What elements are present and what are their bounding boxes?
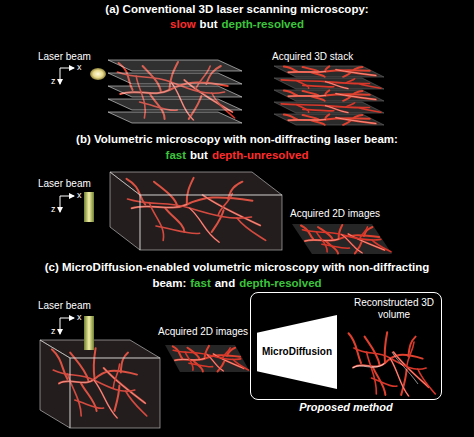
projection-image [292, 224, 392, 254]
laser-beam [84, 316, 94, 350]
heading-row: beam: fastand depth-resolved [0, 277, 474, 291]
keyword: fast [166, 149, 186, 163]
image-caption: Acquired 3D stack [272, 51, 353, 63]
heading-row: (b) Volumetric microscopy with non-diffr… [0, 133, 474, 147]
keyword: but [200, 18, 218, 32]
heading-row: slowbut depth-resolved [0, 18, 474, 32]
keyword: depth-unresolved [212, 149, 308, 163]
scan-volume [108, 60, 242, 123]
keyword: beam: [152, 277, 186, 291]
axis-label: x [77, 312, 82, 323]
keyword: and [215, 277, 235, 291]
reconstructed-volume [342, 332, 436, 396]
axis-label: x [77, 62, 82, 73]
axis-label: z [51, 76, 56, 87]
panel-heading: (b) Volumetric microscopy with non-diffr… [76, 133, 398, 147]
beam-label: Laser beam [38, 51, 91, 63]
panel-heading: (c) MicroDiffusion-enabled volumetric mi… [45, 261, 430, 275]
sample-volume [110, 172, 282, 250]
keyword: fast [190, 277, 210, 291]
beam-spot [90, 68, 106, 80]
axis-label: z [51, 204, 56, 215]
network-block: MicroDiffusion [257, 315, 337, 389]
axis-label: z [51, 326, 56, 337]
heading-row: (a) Conventional 3D laser scanning micro… [0, 3, 474, 17]
keyword: depth-resolved [222, 18, 304, 32]
axes [60, 68, 74, 334]
method-box: Proposed methodMicroDiffusion [250, 292, 442, 400]
image-caption: Acquired 2D images [158, 326, 248, 338]
projection-image [165, 345, 250, 372]
beam-label: Laser beam [38, 300, 91, 312]
beam-label: Laser beam [38, 178, 91, 190]
sample-volume [40, 340, 160, 428]
heading-row: fastbut depth-unresolved [0, 149, 474, 163]
keyword: but [190, 149, 208, 163]
image-stack [274, 66, 384, 125]
image-caption: Acquired 2D images [290, 208, 380, 220]
panel-heading: (a) Conventional 3D laser scanning micro… [105, 3, 368, 17]
box-caption: Proposed method [251, 401, 441, 414]
block-label: MicroDiffusion [262, 346, 332, 358]
axis-label: x [77, 190, 82, 201]
keyword: depth-resolved [239, 277, 321, 291]
image-caption: Reconstructed 3D volume [350, 297, 438, 321]
laser-beam [84, 192, 94, 222]
keyword: slow [170, 18, 196, 32]
heading-row: (c) MicroDiffusion-enabled volumetric mi… [0, 261, 474, 275]
